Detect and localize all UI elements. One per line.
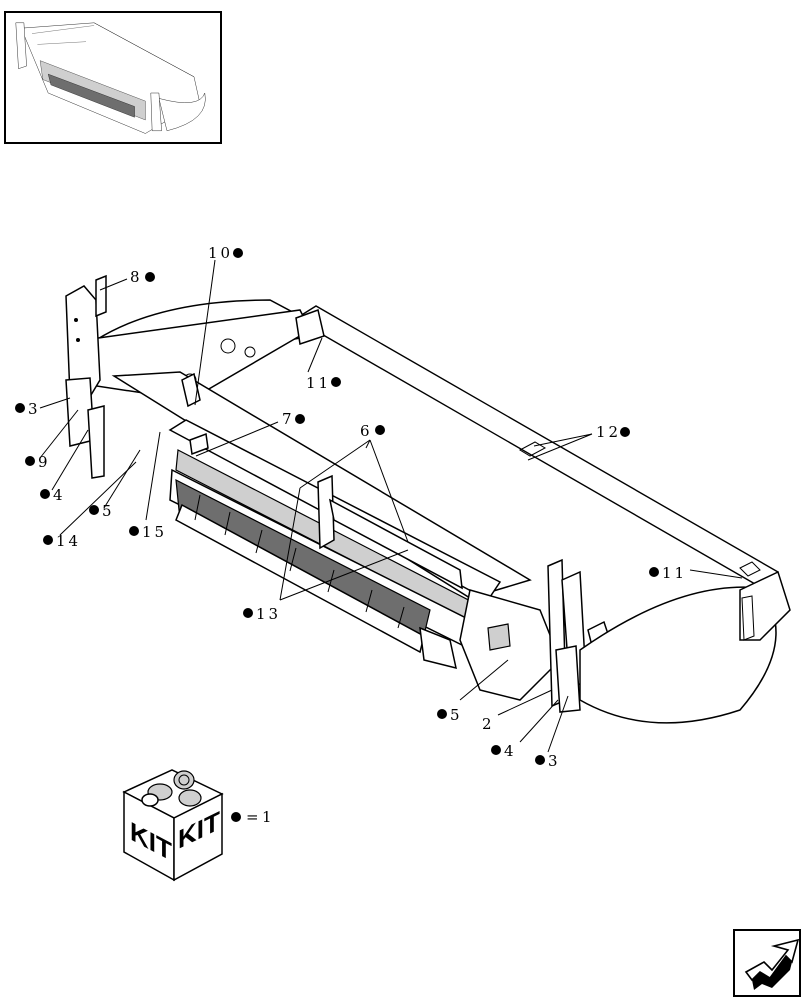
svg-text:1: 1 [262,808,275,826]
callout-7: 7 [282,410,305,428]
header-assembly-drawing [65,274,791,724]
svg-text:5: 5 [102,502,115,520]
svg-text:13: 13 [256,605,281,623]
callout-5-left: 5 [89,502,115,520]
svg-text:6: 6 [360,422,373,440]
svg-text:8: 8 [130,268,143,286]
callout-2: 2 [482,715,495,733]
svg-text:4: 4 [53,486,66,504]
callout-12: 12 [596,423,630,441]
callout-5-right: 5 [437,706,463,724]
svg-text:11: 11 [306,374,331,392]
svg-text:4: 4 [504,742,517,760]
svg-text:12: 12 [596,423,621,441]
svg-text:9: 9 [38,453,51,471]
svg-text:3: 3 [28,400,41,418]
kit-legend: = 1 [231,808,275,826]
callout-labels: 10 8 11 3 7 6 12 9 4 5 14 15 11 13 5 2 4… [15,244,687,770]
callout-8: 8 [130,268,155,286]
svg-text:3: 3 [548,752,561,770]
svg-text:5: 5 [450,706,463,724]
kit-box-icon: KIT KIT [122,769,224,882]
svg-text:2: 2 [482,715,495,733]
callout-15: 15 [129,523,167,541]
leader-lines [39,259,743,753]
svg-text:10: 10 [208,244,233,262]
callout-4-right: 4 [491,742,517,760]
callout-3-left: 3 [15,400,41,418]
svg-text:=: = [246,808,262,826]
svg-text:14: 14 [56,532,81,550]
svg-text:15: 15 [142,523,167,541]
svg-text:11: 11 [662,564,687,582]
callout-10: 10 [208,244,243,262]
callout-14: 14 [43,532,81,550]
callout-11-top: 11 [306,374,341,392]
callout-3-right: 3 [535,752,561,770]
callout-9: 9 [25,453,51,471]
callout-4-left: 4 [40,486,66,504]
overview-thumbnail-icon[interactable] [4,11,222,144]
next-page-arrow-icon[interactable] [733,929,801,997]
callout-11-right: 11 [649,564,687,582]
callout-6: 6 [360,422,385,440]
svg-text:7: 7 [282,410,295,428]
callout-13: 13 [243,605,281,623]
